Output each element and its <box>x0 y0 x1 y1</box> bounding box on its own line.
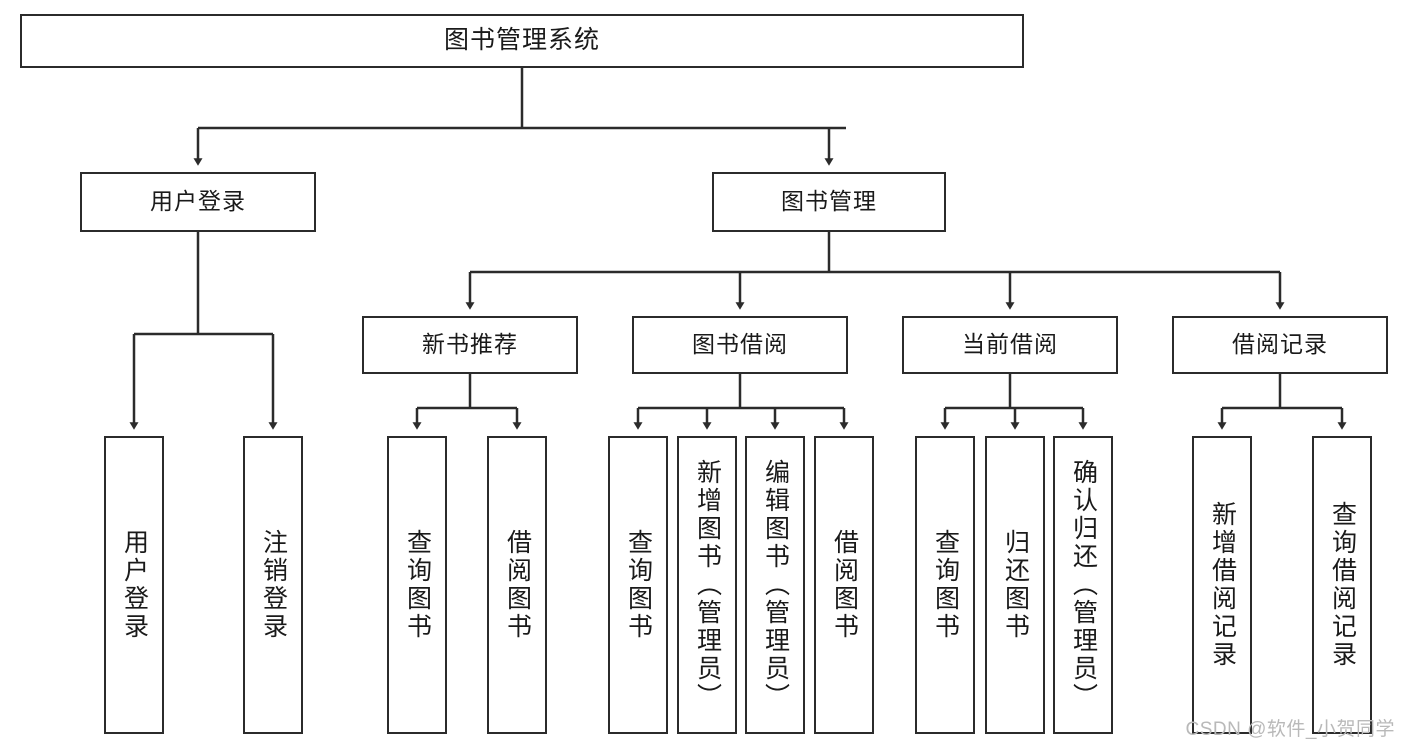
edge-root-to-level2 <box>193 68 846 166</box>
leaf-borrow-book-recommend[interactable]: 借阅图书 <box>487 436 547 734</box>
leaf-return-book[interactable]: 归还图书 <box>985 436 1045 734</box>
leaf-query-book-current[interactable]: 查询图书 <box>915 436 975 734</box>
node-label: 注销登录 <box>259 529 288 641</box>
node-label: 借阅记录 <box>1232 331 1328 358</box>
node-label: 确认归还（管理员） <box>1069 459 1098 711</box>
node-book-manage[interactable]: 图书管理 <box>712 172 946 232</box>
leaf-borrow-book[interactable]: 借阅图书 <box>814 436 874 734</box>
leaf-edit-book-admin[interactable]: 编辑图书（管理员） <box>745 436 805 734</box>
node-label: 图书管理系统 <box>443 26 600 55</box>
node-root-system[interactable]: 图书管理系统 <box>20 14 1024 68</box>
node-label: 查询借阅记录 <box>1328 501 1357 669</box>
node-label: 归还图书 <box>1001 529 1030 641</box>
edge-user-login-to-leaves <box>129 232 278 430</box>
node-new-book-recommend[interactable]: 新书推荐 <box>362 316 578 374</box>
node-current-borrow[interactable]: 当前借阅 <box>902 316 1118 374</box>
node-label: 图书借阅 <box>692 331 788 358</box>
node-label: 查询图书 <box>403 529 432 641</box>
leaf-add-borrow-record[interactable]: 新增借阅记录 <box>1192 436 1252 734</box>
node-borrow-record[interactable]: 借阅记录 <box>1172 316 1388 374</box>
node-label: 查询图书 <box>931 529 960 641</box>
edge-borrow-record-to-leaves <box>1217 374 1347 430</box>
node-label: 用户登录 <box>150 188 246 215</box>
edge-book-manage-to-level3 <box>465 232 1285 310</box>
node-book-borrow[interactable]: 图书借阅 <box>632 316 848 374</box>
node-label: 用户登录 <box>120 529 149 641</box>
leaf-confirm-return-admin[interactable]: 确认归还（管理员） <box>1053 436 1113 734</box>
node-label: 新增借阅记录 <box>1208 501 1237 669</box>
leaf-add-book-admin[interactable]: 新增图书（管理员） <box>677 436 737 734</box>
node-label: 图书管理 <box>781 188 877 215</box>
leaf-query-book-borrow[interactable]: 查询图书 <box>608 436 668 734</box>
node-label: 借阅图书 <box>503 529 532 641</box>
leaf-query-borrow-record[interactable]: 查询借阅记录 <box>1312 436 1372 734</box>
node-user-login[interactable]: 用户登录 <box>80 172 316 232</box>
leaf-user-logout[interactable]: 注销登录 <box>243 436 303 734</box>
node-label: 借阅图书 <box>830 529 859 641</box>
node-label: 编辑图书（管理员） <box>761 459 790 711</box>
node-label: 新增图书（管理员） <box>693 459 722 711</box>
node-label: 当前借阅 <box>962 331 1058 358</box>
node-label: 查询图书 <box>624 529 653 641</box>
leaf-query-book-recommend[interactable]: 查询图书 <box>387 436 447 734</box>
edge-new-book-rec-to-leaves <box>412 374 522 430</box>
edge-book-borrow-to-leaves <box>633 374 849 430</box>
edge-current-borrow-to-leaves <box>940 374 1088 430</box>
leaf-user-login[interactable]: 用户登录 <box>104 436 164 734</box>
node-label: 新书推荐 <box>422 331 518 358</box>
